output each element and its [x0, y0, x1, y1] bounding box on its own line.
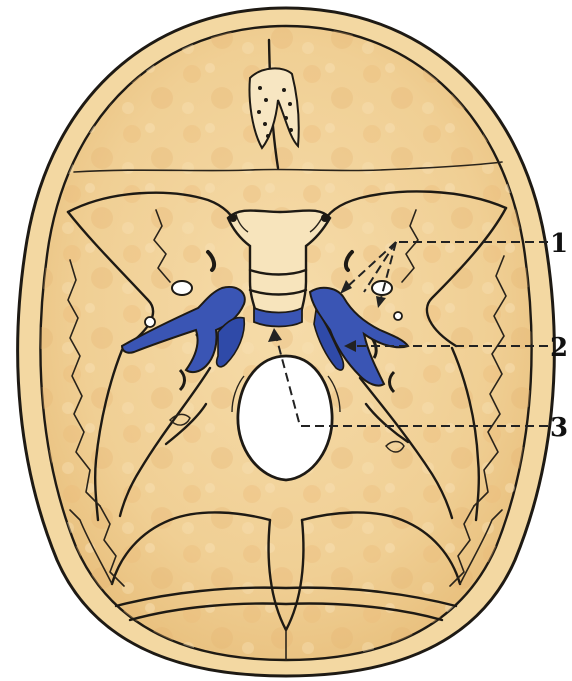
callout-label-2: 2 — [550, 333, 568, 363]
callout-label-1: 1 — [550, 229, 568, 259]
callout-label-3: 3 — [550, 413, 568, 443]
